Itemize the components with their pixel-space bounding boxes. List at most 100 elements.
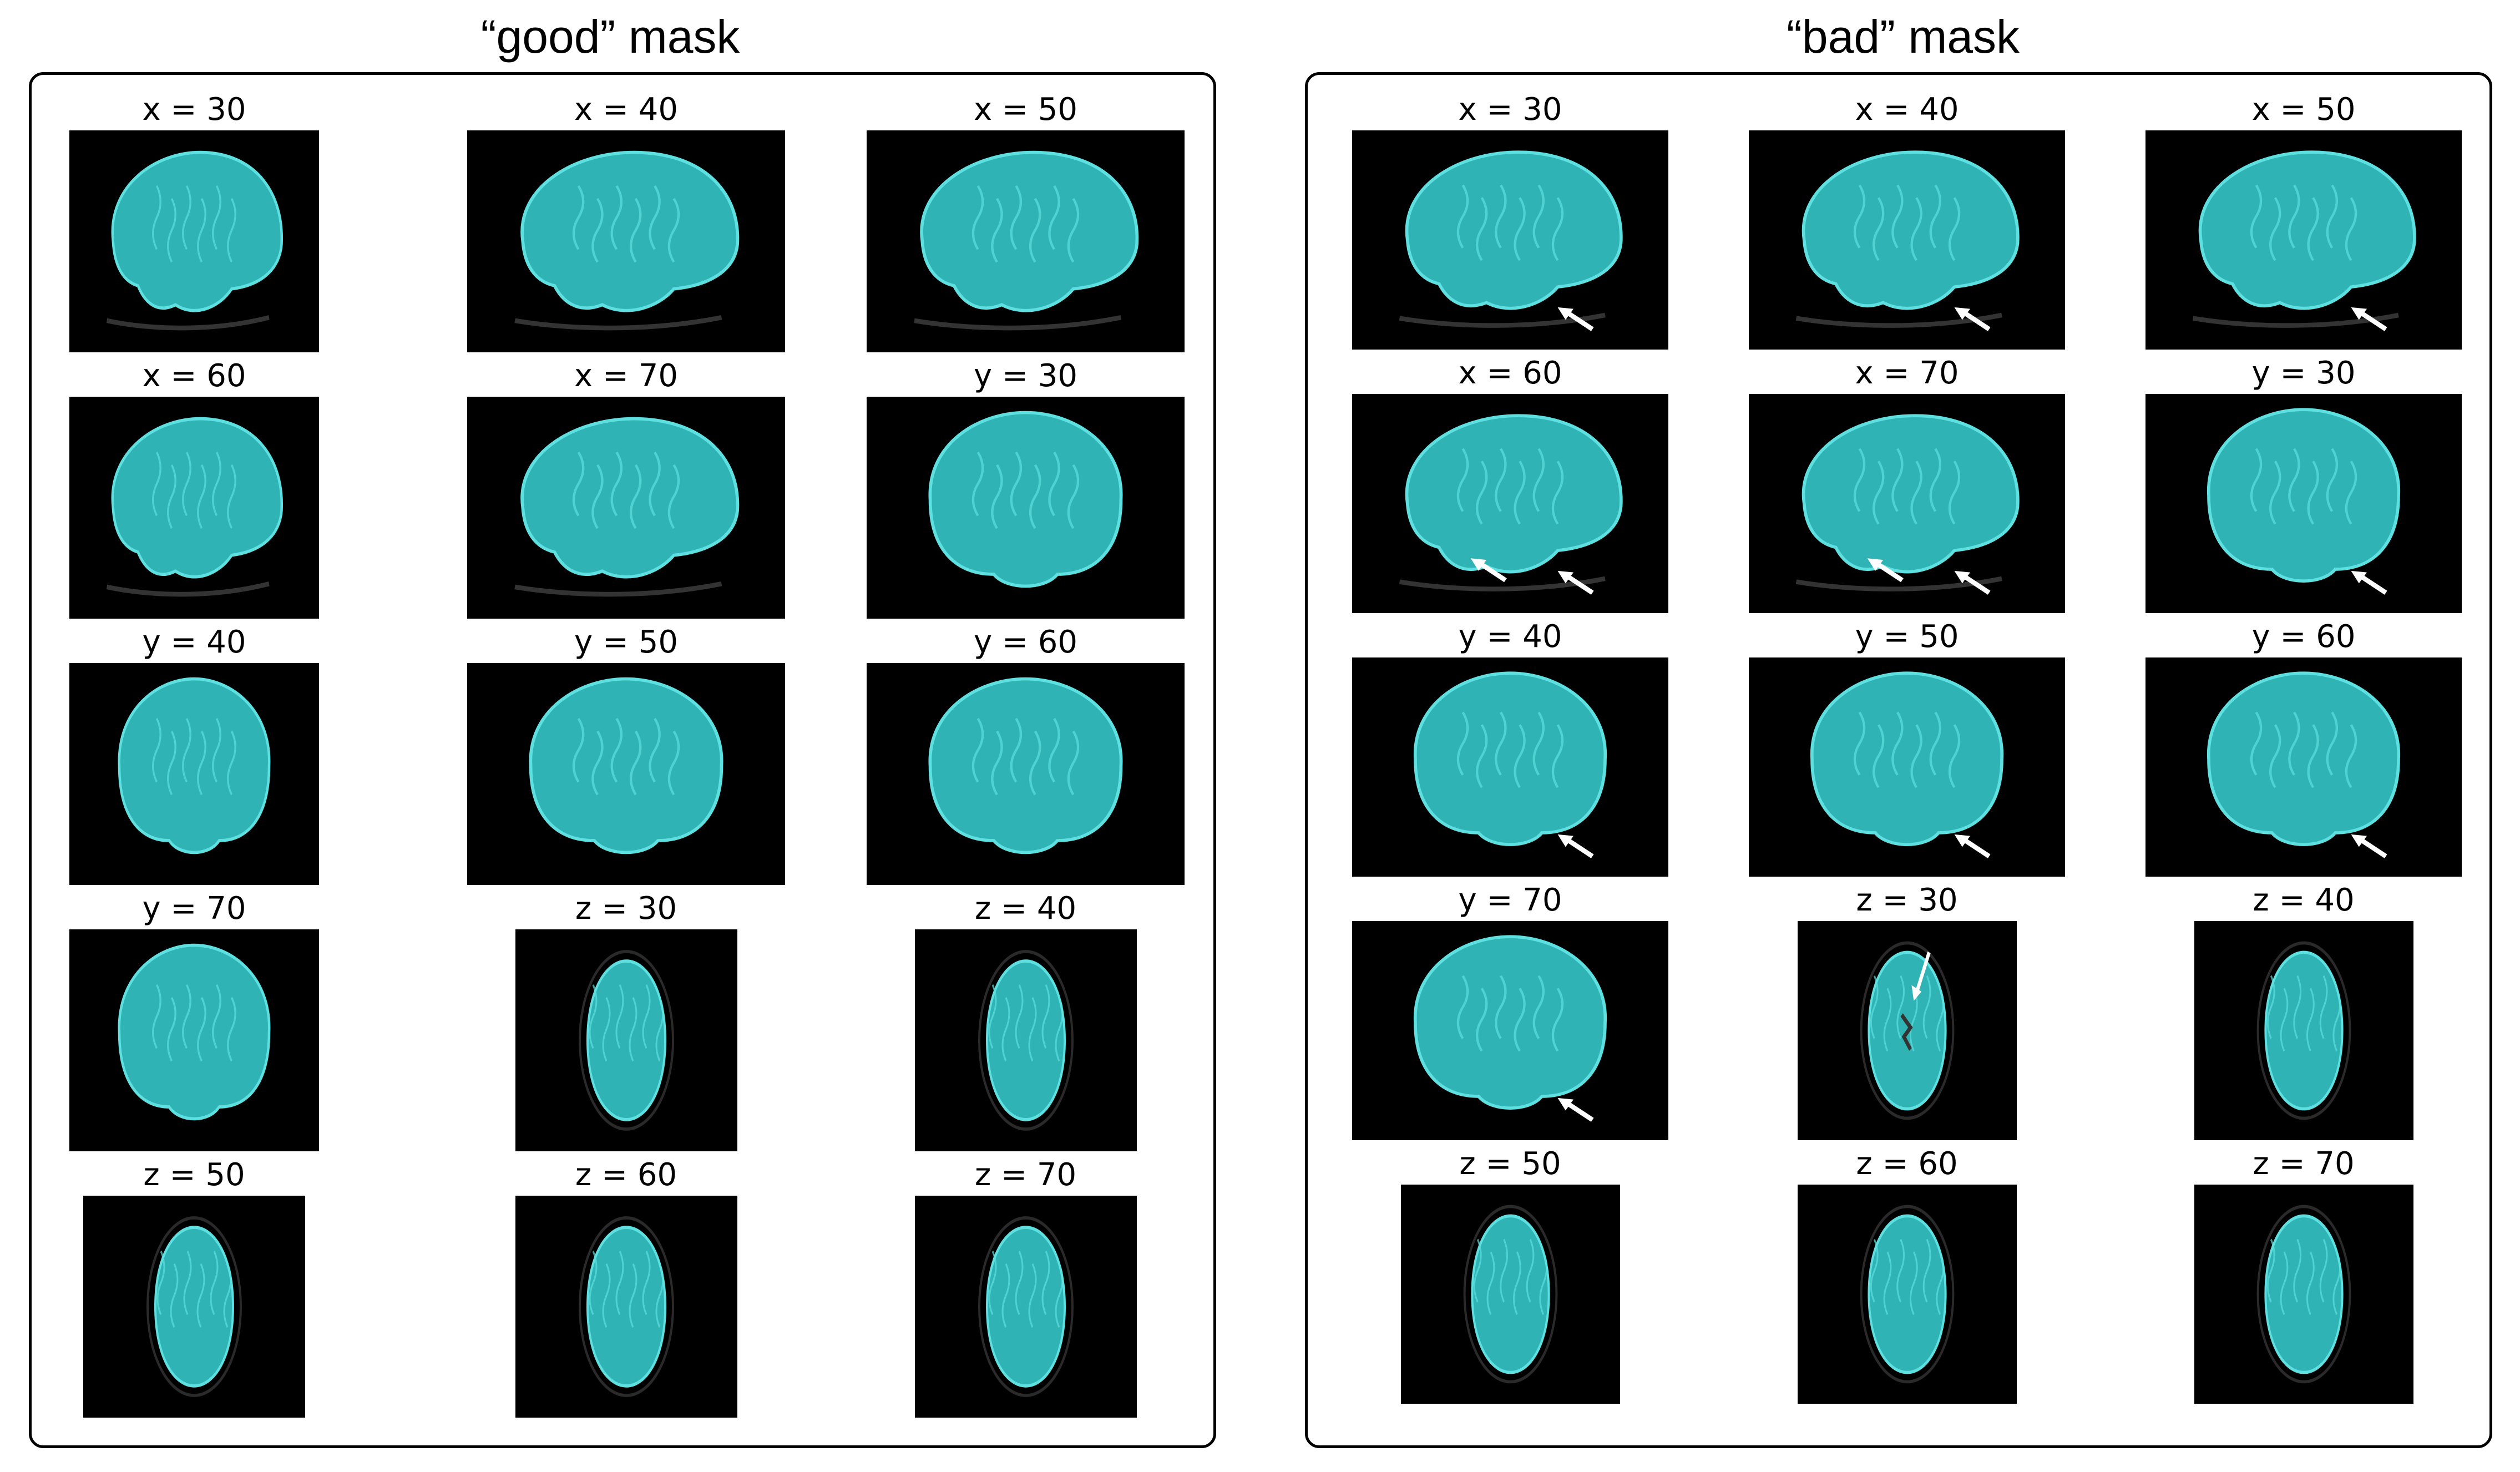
coronal-slice-image [467,663,785,885]
slice-label: z = 50 [69,1157,319,1193]
axial-slice-image [2194,921,2413,1140]
sagittal-slice [2145,130,2462,350]
slice-label: z = 70 [867,1157,1185,1193]
slice-cell: z = 50 [1352,1146,1668,1404]
axial-slice-image [515,1196,737,1418]
brain-mask-overlay [1415,673,1606,844]
sagittal-slice [1749,130,2065,350]
slice-label: x = 50 [867,92,1185,128]
slice-cell: z = 60 [467,1157,785,1418]
slice-label: z = 50 [1352,1146,1668,1182]
axial-slice [2194,1185,2413,1404]
slice-label: z = 30 [467,891,785,927]
coronal-slice-image [867,663,1185,885]
coronal-slice [69,663,319,885]
slice-label: x = 70 [1749,355,2065,391]
slice-label: y = 40 [1352,619,1668,655]
coronal-slice-image [867,397,1185,619]
brain-mask-overlay [155,1227,233,1386]
sagittal-slice-image [1352,130,1668,350]
brain-mask-overlay [2265,952,2342,1109]
sagittal-slice-image [467,130,785,352]
slice-cell: y = 70 [1352,882,1668,1140]
sagittal-slice [467,130,785,352]
brain-mask-overlay [1812,673,2002,844]
coronal-slice [467,663,785,885]
slice-label: y = 40 [69,624,319,660]
slice-label: y = 50 [1749,619,2065,655]
axial-slice [1798,1185,2017,1404]
sagittal-slice-image [69,130,319,352]
axial-slice-image [2194,1185,2413,1404]
axial-slice [1401,1185,1620,1404]
axial-slice-image [915,929,1137,1151]
slice-cell: z = 30 [467,891,785,1151]
slice-cell: x = 60 [1352,355,1668,613]
axial-slice-image [515,929,737,1151]
coronal-slice-image [69,663,319,885]
slice-cell: x = 30 [1352,92,1668,350]
slice-label: z = 40 [2145,882,2462,918]
slice-cell: x = 70 [1749,355,2065,613]
slice-cell: z = 70 [2145,1146,2462,1404]
slice-cell: y = 60 [2145,619,2462,877]
brain-mask-overlay [588,1227,665,1386]
slice-cell: x = 40 [1749,92,2065,350]
slice-label: x = 60 [69,358,319,394]
coronal-slice-image [1749,657,2065,877]
slice-label: y = 50 [467,624,785,660]
slice-label: z = 70 [2145,1146,2462,1182]
slice-label: x = 30 [69,92,319,128]
slice-cell: x = 30 [69,92,319,352]
slice-cell: x = 50 [2145,92,2462,350]
sagittal-slice-image [69,397,319,619]
coronal-slice-image [1352,921,1668,1140]
slice-cell: x = 60 [69,358,319,619]
slice-label: x = 40 [467,92,785,128]
slice-label: x = 50 [2145,92,2462,128]
axial-slice [915,1196,1137,1418]
brain-mask-overlay [2209,673,2399,844]
sagittal-slice-image [1749,394,2065,613]
slice-cell: z = 40 [867,891,1185,1151]
slice-cell: z = 70 [867,1157,1185,1418]
coronal-slice [2145,657,2462,877]
axial-slice [83,1196,305,1418]
sagittal-slice [1749,394,2065,613]
coronal-slice-image [2145,394,2462,613]
brain-mask-overlay [2209,409,2399,581]
sagittal-slice-image [1352,394,1668,613]
slice-cell: x = 50 [867,92,1185,352]
coronal-slice [1352,657,1668,877]
slice-label: x = 70 [467,358,785,394]
axial-slice [2194,921,2413,1140]
brain-mask-overlay [530,679,721,853]
slice-cell: y = 30 [867,358,1185,619]
slice-label: z = 60 [467,1157,785,1193]
brain-mask-overlay [119,679,269,853]
slice-cell: z = 40 [2145,882,2462,1140]
slice-cell: y = 60 [867,624,1185,885]
coronal-slice-image [1352,657,1668,877]
coronal-slice [867,397,1185,619]
slice-cell: x = 40 [467,92,785,352]
coronal-slice [867,663,1185,885]
axial-slice-image [83,1196,305,1418]
brain-mask-overlay [588,961,665,1120]
slice-label: x = 40 [1749,92,2065,128]
slice-cell: x = 70 [467,358,785,619]
slice-label: y = 60 [2145,619,2462,655]
sagittal-slice [69,130,319,352]
sagittal-slice [69,397,319,619]
slice-cell: y = 70 [69,891,319,1151]
slice-label: z = 30 [1749,882,2065,918]
slice-label: y = 60 [867,624,1185,660]
axial-slice-image [915,1196,1137,1418]
coronal-slice-image [69,929,319,1151]
brain-mask-overlay [2265,1216,2342,1372]
slice-cell: y = 40 [69,624,319,885]
sagittal-slice [1352,130,1668,350]
brain-mask-overlay [1472,1216,1549,1372]
coronal-slice [69,929,319,1151]
sagittal-slice-image [2145,130,2462,350]
